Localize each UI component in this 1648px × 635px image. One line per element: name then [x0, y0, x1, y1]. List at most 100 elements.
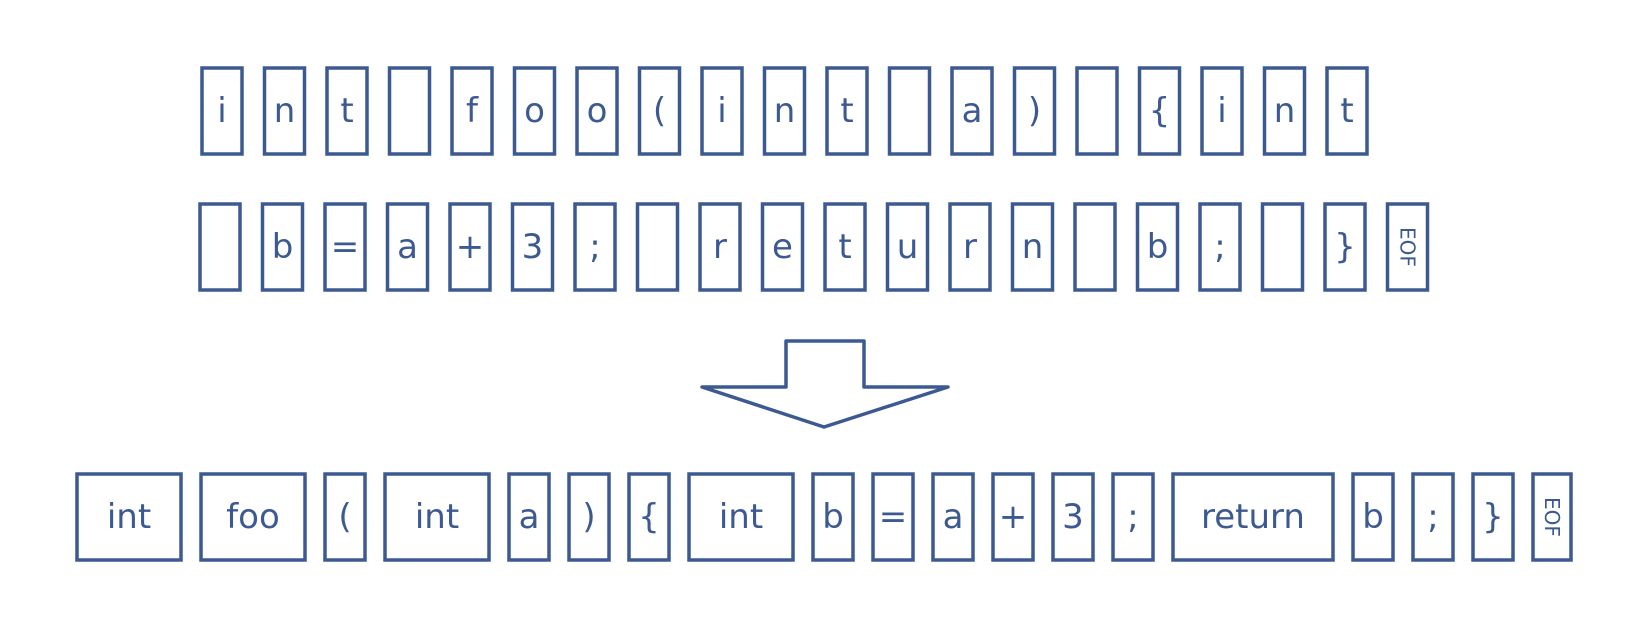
character-cell-label: = — [331, 227, 360, 267]
character-cell-box — [260, 202, 305, 292]
token-cell: foo — [199, 472, 307, 562]
character-cell-box — [198, 202, 242, 292]
character-cell-label: i — [717, 91, 726, 131]
token-cell: return — [1171, 472, 1335, 562]
character-cell: r — [948, 202, 992, 292]
token-cell-box — [931, 472, 975, 562]
character-cell: + — [448, 202, 492, 292]
character-cell — [1260, 202, 1305, 292]
character-cell-box — [635, 202, 680, 292]
token-cell-box — [627, 472, 671, 562]
character-cell-label: o — [524, 91, 545, 131]
character-cell: o — [575, 66, 619, 156]
character-cell-box — [1198, 202, 1242, 292]
character-cell: t — [1325, 66, 1369, 156]
character-cell: u — [885, 202, 930, 292]
character-cell-box — [262, 66, 307, 156]
character-cell-box — [698, 202, 742, 292]
character-cell-box — [823, 202, 867, 292]
character-cell: t — [823, 202, 867, 292]
character-cell-label: b — [272, 227, 294, 267]
token-cell-label: return — [1201, 497, 1305, 537]
token-cell-label: int — [719, 497, 763, 537]
character-cell-box — [885, 202, 930, 292]
token-cell-label: { — [638, 497, 660, 537]
character-cell-box — [1323, 202, 1367, 292]
character-cell-label: 3 — [522, 227, 544, 267]
character-cell-label: n — [1274, 91, 1296, 131]
token-cell-label: + — [999, 497, 1028, 537]
character-cell: n — [1262, 66, 1307, 156]
character-cell-label: b — [1147, 227, 1169, 267]
character-cell-box — [760, 202, 805, 292]
character-cell-box — [200, 66, 244, 156]
token-cell: b — [1351, 472, 1395, 562]
character-cell-label: r — [713, 227, 727, 267]
character-cell: ; — [573, 202, 617, 292]
token-cell: = — [871, 472, 915, 562]
character-cell: ; — [1198, 202, 1242, 292]
token-cell-box — [1111, 472, 1155, 562]
token-cell-box — [991, 472, 1035, 562]
character-cell-label: n — [774, 91, 796, 131]
character-cell-box — [1135, 202, 1180, 292]
token-cell-box — [1351, 472, 1395, 562]
token-cell-box — [1411, 472, 1455, 562]
character-cell-box — [573, 202, 617, 292]
character-cell: a — [950, 66, 994, 156]
character-cell: r — [698, 202, 742, 292]
character-cell — [387, 66, 432, 156]
character-cell-box — [385, 202, 430, 292]
token-cell-label: a — [519, 497, 540, 537]
token-cell-box — [1471, 472, 1515, 562]
token-cell: } — [1471, 472, 1515, 562]
character-cell-box — [575, 66, 619, 156]
token-cell-label: } — [1482, 497, 1504, 537]
token-cell: int — [383, 472, 491, 562]
character-cell: n — [1010, 202, 1055, 292]
token-cell-label: ; — [1427, 497, 1438, 537]
token-cell-label: b — [822, 497, 844, 537]
token-cell-label: int — [107, 497, 151, 537]
token-cell-label: ( — [338, 497, 351, 537]
token-cell: 3 — [1051, 472, 1095, 562]
token-cell: + — [991, 472, 1035, 562]
character-cell-box — [1325, 66, 1369, 156]
character-cell-label: { — [1149, 91, 1171, 131]
token-cell-box — [811, 472, 855, 562]
token-cell: int — [75, 472, 183, 562]
character-cell-box — [637, 66, 682, 156]
token-cell: a — [931, 472, 975, 562]
character-cell: EOF — [1385, 202, 1430, 292]
character-cell-box — [1385, 202, 1430, 292]
character-cell-label: ; — [1214, 227, 1225, 267]
character-cell: b — [1135, 202, 1180, 292]
character-cell — [1073, 202, 1117, 292]
character-cell-box — [387, 66, 432, 156]
character-cell-box — [1262, 66, 1307, 156]
character-cell — [198, 202, 242, 292]
character-cell-box — [1260, 202, 1305, 292]
token-cell-box — [199, 472, 307, 562]
token-cell-box — [687, 472, 795, 562]
token-cell-box — [567, 472, 611, 562]
character-cell-box — [950, 66, 994, 156]
character-cell-label: + — [456, 227, 485, 267]
character-cell: t — [325, 66, 369, 156]
character-cell: o — [512, 66, 557, 156]
character-cell-box — [1200, 66, 1244, 156]
character-cell-label: i — [1217, 91, 1226, 131]
character-cell-label: o — [587, 91, 608, 131]
token-cell: EOF — [1531, 472, 1573, 562]
token-cell-label: = — [879, 497, 908, 537]
token-cell-box — [1171, 472, 1335, 562]
character-cell: f — [450, 66, 494, 156]
character-cell-box — [510, 202, 555, 292]
character-cell-box — [887, 66, 932, 156]
token-cell: { — [627, 472, 671, 562]
character-cell-label: } — [1334, 227, 1356, 267]
token-cell: ; — [1411, 472, 1455, 562]
character-cell: 3 — [510, 202, 555, 292]
